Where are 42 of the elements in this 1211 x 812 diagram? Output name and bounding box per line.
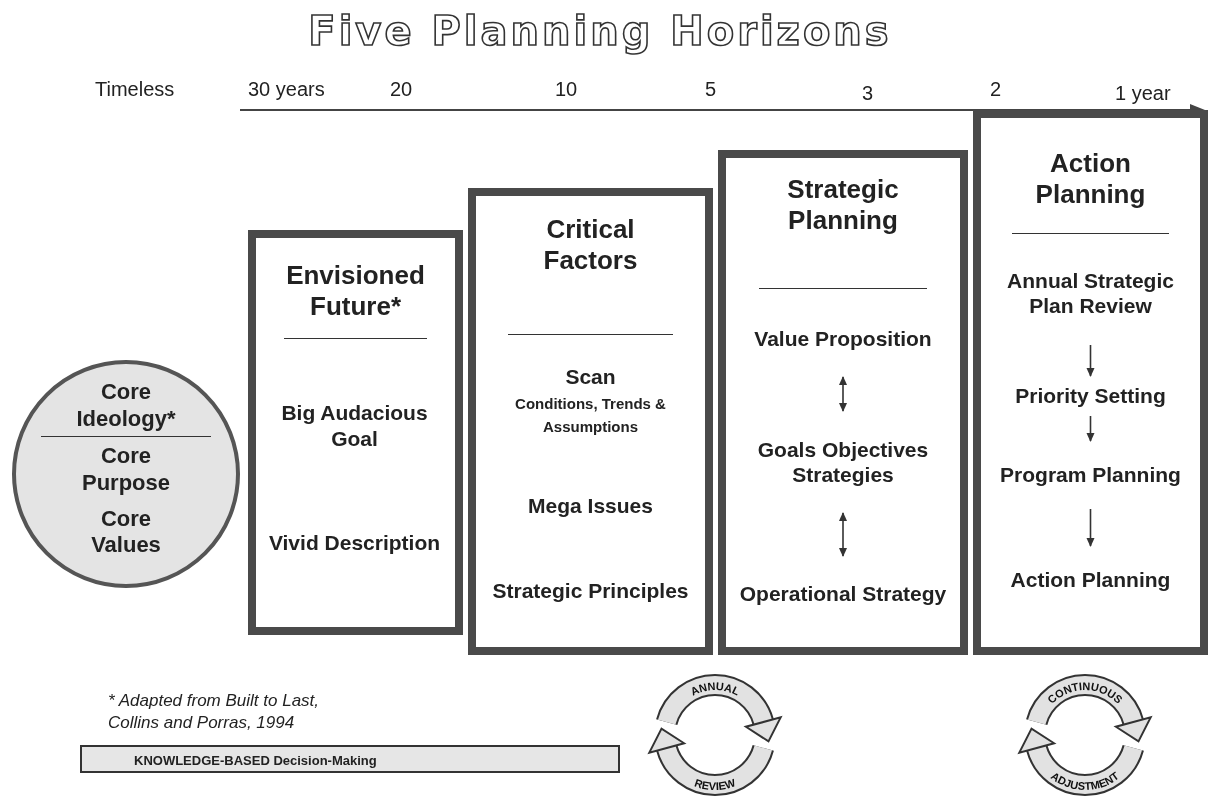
arrow (1086, 415, 1095, 442)
arrow (839, 376, 847, 412)
circle-item: Core Values (90, 505, 162, 559)
circle-item: Core Purpose (81, 443, 171, 496)
horizon-panel (718, 150, 968, 655)
planning-step: Program Planning (986, 443, 1195, 507)
footnote: * Adapted from Built to Last, Collins and Porras, 1994 (108, 690, 321, 735)
timeline-label: 10 (555, 78, 578, 101)
horizon-panel (248, 230, 463, 635)
cycle-label: REVIEW (693, 776, 737, 793)
planning-step: Big Audacious Goal (266, 378, 443, 473)
planning-step: Value Proposition (736, 303, 950, 375)
circle-heading: Core Ideology* (75, 379, 177, 433)
timeline-label: 20 (390, 78, 413, 101)
timeline-label: 2 (990, 78, 1002, 101)
timeline-label: Timeless (95, 78, 175, 101)
arrow (1086, 508, 1095, 547)
title: Five Planning Horizons (307, 8, 893, 54)
timeline-label: 5 (705, 78, 717, 101)
planning-step: Action Planning (986, 548, 1195, 612)
timeline-label: 1 year (1115, 82, 1171, 105)
timeline-label: 30 years (248, 78, 325, 101)
planning-step: Vivid Description (266, 508, 443, 578)
planning-step: Annual Strategic Plan Review (986, 243, 1195, 343)
planning-step: Scan (565, 363, 616, 390)
step-detail: Conditions, Trends & Assumptions (514, 394, 667, 437)
knowledge-bar: KNOWLEDGE-BASED Decision-Making (80, 745, 620, 773)
panel-heading: Critical Factors (542, 214, 639, 277)
panel-heading: Strategic Planning (786, 174, 900, 237)
planning-step: Operational Strategy (736, 558, 950, 630)
cycle-label: ANNUAL (688, 679, 742, 698)
planning-step: Mega Issues (481, 486, 700, 526)
planning-step: Goals Objectives Strategies (736, 413, 950, 511)
horizon-panel (468, 188, 713, 655)
arrow (1086, 344, 1095, 377)
panel-heading: Envisioned Future* (285, 260, 426, 323)
timeline-label: 3 (862, 82, 874, 105)
arrow (839, 512, 847, 557)
planning-step: Strategic Principles (481, 556, 700, 626)
horizon-panel (973, 110, 1208, 655)
planning-step: Priority Setting (986, 378, 1195, 414)
panel-heading: Action Planning (1034, 148, 1147, 211)
